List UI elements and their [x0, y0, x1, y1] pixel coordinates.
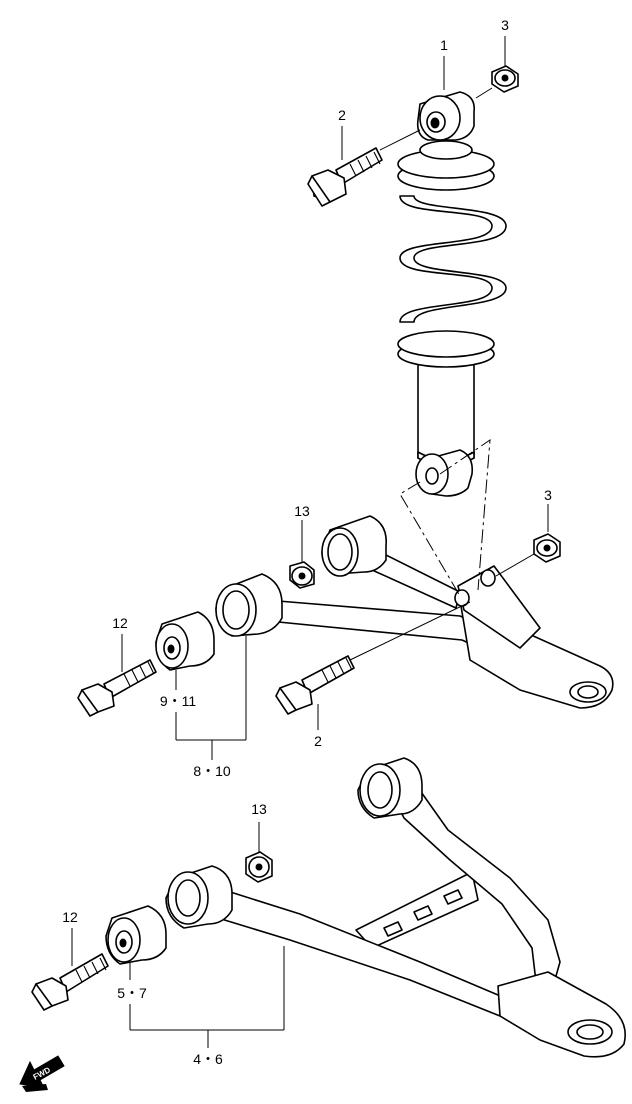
label-upper-arm: 8・10 — [193, 763, 231, 779]
fwd-arrow-icon: FWD — [19, 1055, 65, 1092]
upper-arm-flange-nut — [289, 561, 315, 589]
part-labels: 1 3 2 3 13 12 9・11 2 8・10 13 12 5・7 4・6 — [62, 17, 552, 1067]
upper-arm-bolt — [77, 659, 157, 717]
leader-lines — [71, 36, 549, 1048]
label-lower-arm: 4・6 — [193, 1051, 223, 1067]
lower-flange-nut — [533, 533, 561, 563]
label-lower-arm-bushing: 5・7 — [117, 985, 147, 1001]
label-lower-arm-bolt: 12 — [62, 909, 78, 925]
upper-flange-nut — [491, 65, 519, 93]
label-lower-bolt: 2 — [314, 733, 322, 749]
lower-arm-bolt — [31, 953, 109, 1011]
shock-absorber — [397, 91, 507, 497]
label-shock-absorber: 1 — [440, 37, 448, 53]
upper-a-arm — [215, 515, 614, 709]
label-upper-bolt: 2 — [338, 107, 346, 123]
label-upper-arm-nut: 13 — [294, 503, 310, 519]
label-upper-nut: 3 — [501, 17, 509, 33]
coil-spring — [397, 140, 507, 368]
lower-arm-flange-nut — [245, 851, 273, 883]
lower-a-arm — [165, 757, 626, 1058]
label-lower-nut: 3 — [544, 487, 552, 503]
lower-arm-bushing — [105, 905, 167, 965]
label-upper-arm-bolt: 12 — [112, 615, 128, 631]
upper-shock-bolt — [307, 147, 383, 207]
lower-shock-bolt — [275, 655, 355, 715]
upper-arm-bushing — [155, 611, 215, 671]
label-upper-arm-bushing: 9・11 — [160, 693, 197, 709]
label-lower-arm-nut: 13 — [251, 801, 267, 817]
